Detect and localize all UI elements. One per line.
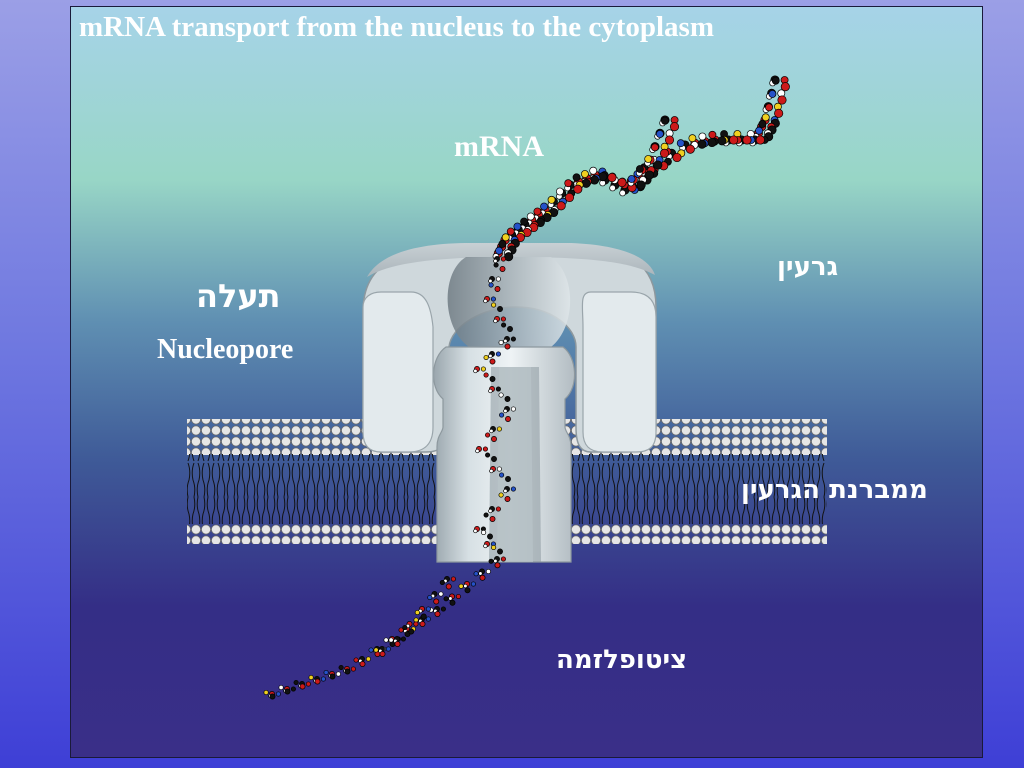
membrane-label: ממברנת הגרעין <box>741 475 928 505</box>
nuclear-pore-complex <box>362 243 657 563</box>
diagram <box>187 75 827 700</box>
slide-frame: mRNA transport from the nucleus to the c… <box>70 6 983 758</box>
nucleus-label: גרעין <box>777 252 839 282</box>
pore-label-english: Nucleopore <box>157 334 294 365</box>
cytoplasm-label: ציטופלזמה <box>556 645 688 675</box>
pore-label-hebrew: תעלה <box>196 277 281 315</box>
mrna-label: mRNA <box>454 130 544 163</box>
mrna-strand <box>263 75 790 700</box>
slide-title: mRNA transport from the nucleus to the c… <box>79 11 714 43</box>
